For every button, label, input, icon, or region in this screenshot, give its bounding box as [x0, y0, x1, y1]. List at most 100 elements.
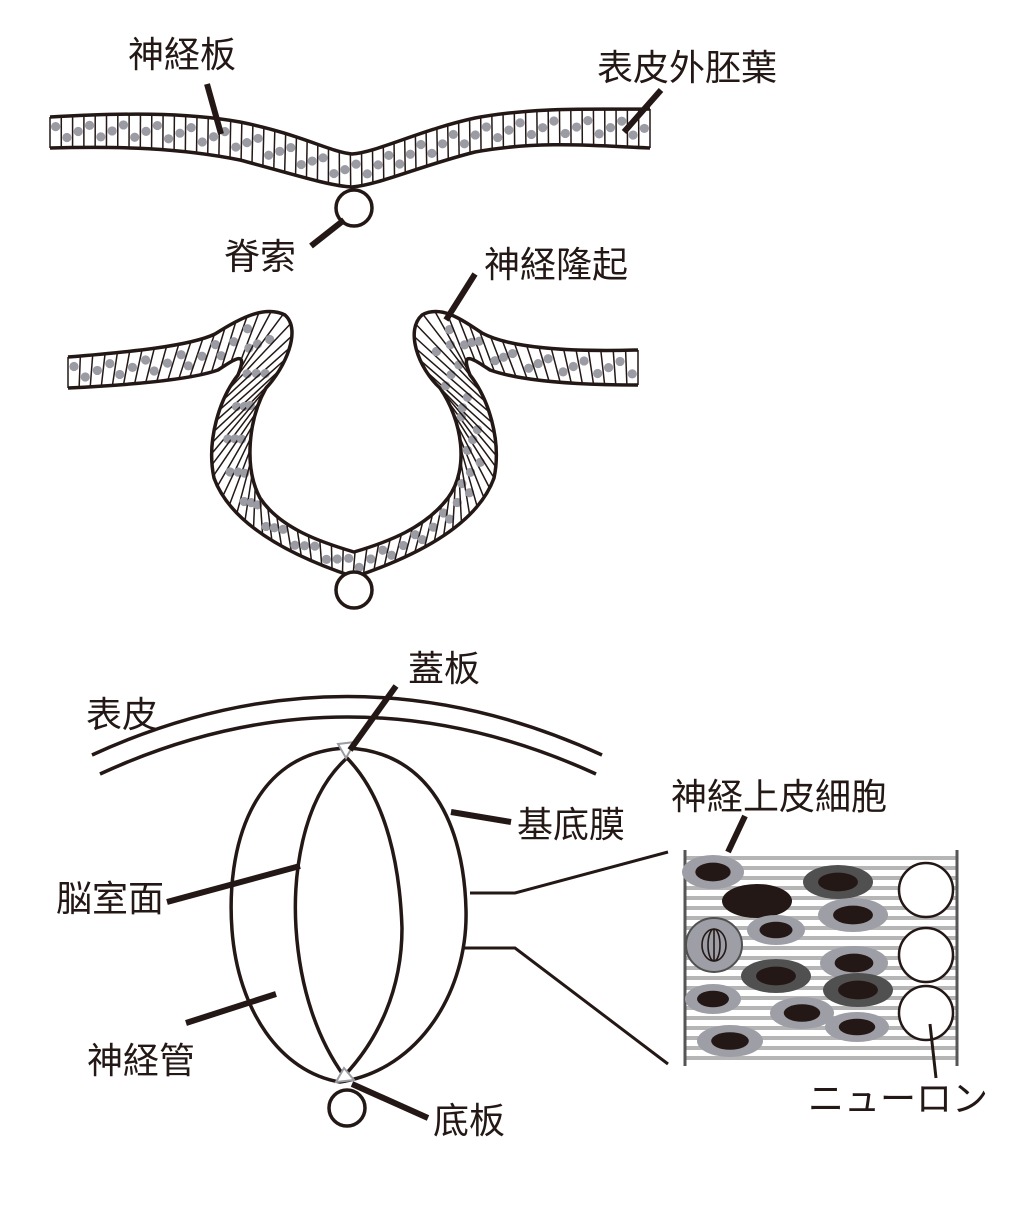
cell-nucleus [96, 132, 106, 142]
cell-nucleus [231, 142, 241, 152]
cell-wall [220, 321, 237, 368]
cell-wall [222, 437, 252, 497]
cell-nucleus [452, 497, 462, 508]
cell-nucleus [92, 365, 102, 376]
cell-nucleus [69, 361, 79, 372]
cell-nucleus [51, 122, 61, 132]
cell-nucleus [278, 524, 288, 534]
cell-nucleus [105, 359, 115, 369]
cell-nucleus [307, 156, 317, 166]
cell-wall [600, 350, 606, 385]
cell-nucleus [386, 550, 397, 560]
cell-nucleus [242, 138, 252, 148]
cell-nucleus [395, 159, 405, 169]
cell-nucleus [245, 400, 255, 411]
neural-tube-outline [229, 746, 468, 1084]
cell-nucleus [558, 367, 568, 377]
neural-plate-inner-edge [49, 143, 651, 189]
cell-wall [216, 425, 254, 487]
cell-nucleus [464, 488, 475, 498]
cell-nucleus [459, 139, 470, 149]
zoom-line-lower [462, 946, 669, 1066]
cell-wall [200, 334, 216, 375]
leader-neural-tube [185, 991, 277, 1026]
cell-nucleus [533, 358, 543, 369]
cell-nucleus [275, 146, 285, 156]
cell-wall [562, 349, 573, 384]
cell-nucleus [197, 137, 207, 147]
leader-basement-membrane [450, 809, 512, 825]
cell-wall [460, 460, 471, 515]
cell-nucleus [583, 116, 593, 126]
cell-nucleus [127, 362, 138, 372]
cell-nucleus [416, 139, 426, 150]
cell-nucleus [73, 126, 83, 137]
cell-nucleus [378, 545, 388, 555]
cell-wall [319, 540, 323, 566]
cell-nucleus [454, 360, 464, 370]
cell-wall [362, 547, 368, 574]
cell-wall [489, 336, 506, 375]
cell-wall [415, 348, 490, 413]
cell-nucleus [264, 150, 274, 160]
cell-nucleus [549, 116, 559, 126]
cell-nucleus [405, 149, 415, 159]
cell-wall [283, 133, 287, 173]
cell-nucleus [130, 132, 140, 142]
cell-nucleus [351, 159, 361, 169]
cell-wall [446, 313, 468, 363]
label-neuroepithelial-cell: 神経上皮細胞 [671, 777, 888, 818]
cell-nucleus [783, 1004, 821, 1022]
cell-nucleus [344, 553, 354, 563]
cell-wall [423, 514, 434, 548]
cell-nucleus [515, 118, 525, 128]
label-floor-plate: 底板 [433, 1101, 506, 1142]
cell-nucleus [470, 130, 480, 140]
cell-wall [447, 400, 497, 468]
leader-neural-fold [443, 272, 478, 322]
cell-wall [307, 535, 313, 561]
cell-wall [294, 136, 298, 176]
cell-nucleus [560, 128, 570, 139]
label-neural-fold: 神経隆起 [484, 245, 629, 286]
cell-nucleus [229, 337, 239, 347]
cell-wall [501, 340, 517, 377]
cell-wall [227, 323, 292, 391]
cell-wall [305, 140, 308, 179]
stage2-neural-groove [67, 309, 639, 610]
cell-nucleus [431, 346, 442, 357]
cell-nucleus [299, 541, 310, 551]
notochord-middle [334, 570, 374, 610]
cell-nucleus [490, 356, 500, 366]
neuroepithelium-enlargement [682, 850, 959, 1066]
leader-ventricular-surface [166, 863, 301, 905]
cell-nucleus [759, 921, 793, 939]
cell-nucleus [398, 540, 408, 551]
cell-nucleus [384, 150, 394, 161]
cell-nucleus [834, 953, 874, 973]
cell-wall [587, 350, 595, 385]
cell-wall [211, 390, 266, 455]
cell-nucleus [329, 168, 339, 179]
cell-nucleus [615, 356, 625, 367]
cell-nucleus [62, 132, 72, 143]
ventricular-lumen [293, 755, 404, 1079]
label-epidermis: 表皮 [86, 695, 159, 736]
cell-nucleus [756, 966, 796, 986]
cell-wall [78, 355, 82, 388]
cell-wall [212, 413, 257, 477]
cell-nucleus [593, 368, 603, 379]
cell-nucleus [605, 123, 616, 133]
cell-wall [373, 543, 380, 571]
cell-nucleus [838, 1018, 876, 1036]
label-neural-tube: 神経管 [87, 1041, 196, 1082]
cell-nucleus [445, 514, 455, 524]
cell-nucleus [438, 508, 449, 518]
cell-nucleus [428, 522, 438, 532]
cell-wall [415, 323, 482, 393]
cell-wall [111, 352, 119, 386]
cell-wall [262, 127, 265, 167]
cell-wall [458, 436, 485, 498]
cell-wall [229, 120, 232, 159]
